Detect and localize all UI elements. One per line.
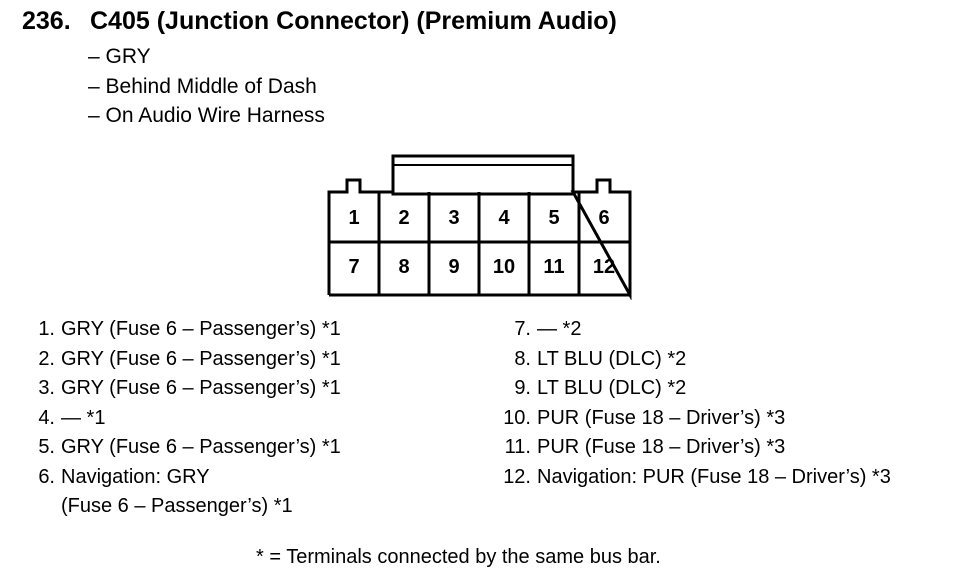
pin-description: PUR (Fuse 18 – Driver’s) *3 bbox=[537, 436, 786, 458]
pin-description-continued: (Fuse 6 – Passenger’s) *1 bbox=[61, 495, 293, 517]
pin-description: LT BLU (DLC) *2 bbox=[537, 377, 687, 399]
cavity-12: 12 bbox=[593, 256, 615, 278]
pin-number: 6. bbox=[38, 465, 55, 488]
cavity-11: 11 bbox=[543, 256, 564, 278]
item-number: 236. bbox=[22, 7, 71, 35]
pin-description: LT BLU (DLC) *2 bbox=[537, 347, 687, 370]
cavity-2: 2 bbox=[398, 207, 409, 229]
cavity-7: 7 bbox=[348, 256, 359, 278]
connector-harness: – On Audio Wire Harness bbox=[88, 104, 325, 127]
cavity-8: 8 bbox=[398, 256, 409, 278]
connector-housing bbox=[327, 178, 632, 300]
connector-lock-tab bbox=[391, 154, 575, 196]
cavity-3: 3 bbox=[448, 207, 459, 229]
pin-number: 11. bbox=[504, 436, 531, 458]
pin-description: GRY (Fuse 6 – Passenger’s) *1 bbox=[61, 318, 341, 340]
pin-number: 1. bbox=[38, 318, 55, 340]
pin-number: 4. bbox=[38, 406, 55, 429]
pin-description: — *2 bbox=[537, 318, 582, 340]
pin-description: Navigation: PUR (Fuse 18 – Driver’s) *3 bbox=[537, 465, 891, 488]
pin-number: 12. bbox=[503, 465, 531, 488]
pin-description: — *1 bbox=[61, 406, 106, 429]
pin-number: 7. bbox=[514, 318, 531, 340]
cavity-9: 9 bbox=[448, 256, 459, 278]
connector-color: – GRY bbox=[88, 45, 151, 68]
diagram-title: 236. C405 (Junction Connector) (Premium A… bbox=[22, 7, 617, 36]
cavity-10: 10 bbox=[493, 256, 515, 278]
pin-number: 10. bbox=[503, 406, 531, 429]
pin-description: PUR (Fuse 18 – Driver’s) *3 bbox=[537, 406, 786, 429]
bus-bar-footnote: * = Terminals connected by the same bus … bbox=[256, 546, 661, 568]
pin-description: GRY (Fuse 6 – Passenger’s) *1 bbox=[61, 377, 341, 399]
pin-number: 8. bbox=[514, 347, 531, 370]
connector-face-diagram: 1 2 3 4 5 6 7 8 9 10 11 12 bbox=[327, 154, 632, 300]
pin-number: 2. bbox=[38, 347, 55, 370]
connector-location: – Behind Middle of Dash bbox=[88, 75, 317, 98]
connector-title: C405 (Junction Connector) (Premium Audio… bbox=[90, 7, 617, 35]
pin-number: 5. bbox=[38, 436, 55, 458]
pin-description: GRY (Fuse 6 – Passenger’s) *1 bbox=[61, 347, 341, 370]
pin-description: GRY (Fuse 6 – Passenger’s) *1 bbox=[61, 436, 341, 458]
cavity-4: 4 bbox=[498, 207, 510, 229]
cavity-1: 1 bbox=[348, 207, 359, 229]
pin-number: 9. bbox=[514, 377, 531, 399]
cavity-6: 6 bbox=[598, 207, 609, 229]
pin-number: 3. bbox=[38, 377, 55, 399]
cavity-5: 5 bbox=[548, 207, 559, 229]
pin-description: Navigation: GRY bbox=[61, 465, 210, 488]
